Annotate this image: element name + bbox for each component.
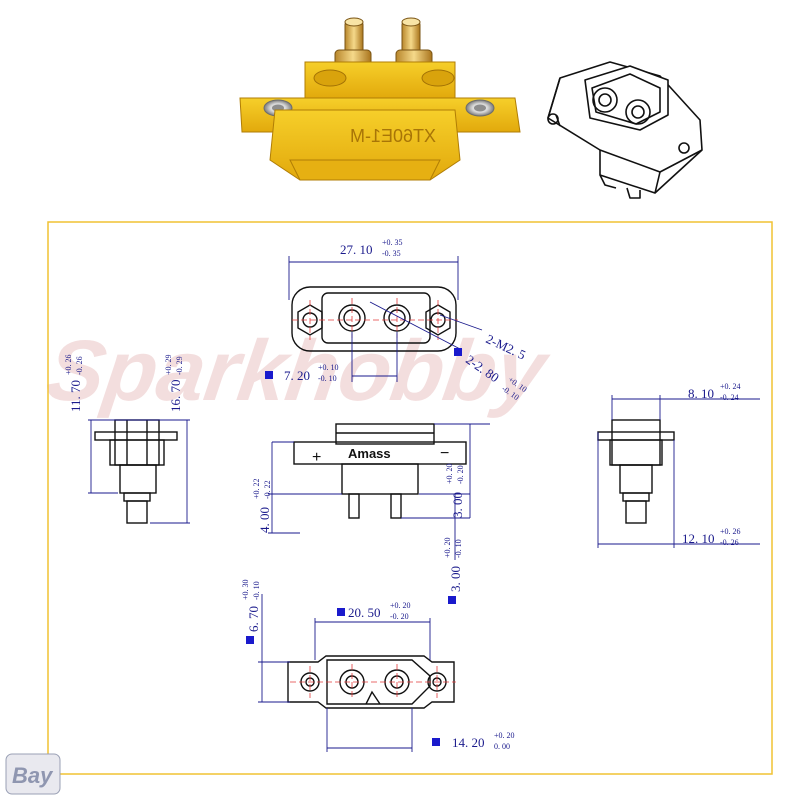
watermark-text: Sparkhobby bbox=[41, 323, 555, 419]
dim-front-b-plus: +0. 20 bbox=[443, 537, 452, 558]
dim-left-h1-value: 11. 70 bbox=[68, 380, 83, 412]
dim-bottom-h-plus: +0. 30 bbox=[241, 579, 250, 600]
dim-bottom-h-minus: -0. 10 bbox=[252, 581, 261, 600]
dim-pitch-marker bbox=[265, 371, 273, 379]
dim-bottom-w2-minus: 0. 00 bbox=[494, 742, 510, 751]
dim-bottom-w2-plus: +0. 20 bbox=[494, 731, 515, 740]
corner-logo: Bay bbox=[5, 753, 61, 795]
dim-front-pin-minus: -0. 22 bbox=[263, 480, 272, 499]
dim-front-b-value: 3. 00 bbox=[448, 566, 463, 592]
dim-front-pin-value: 4. 00 bbox=[257, 507, 272, 533]
dim-bottom-w-value: 20. 50 bbox=[348, 605, 381, 620]
dim-left-h1-plus: +0. 26 bbox=[64, 354, 73, 375]
left-side-view bbox=[94, 419, 178, 524]
dim-bottom-w2-value: 14. 20 bbox=[452, 735, 485, 750]
dim-front-b-minus: -0. 10 bbox=[454, 539, 463, 558]
connector-isometric-drawing bbox=[547, 61, 703, 199]
dim-front-r-plus: +0. 20 bbox=[445, 463, 454, 484]
dim-right-w1-minus: -0. 24 bbox=[720, 393, 739, 402]
dim-width-plus: +0. 35 bbox=[382, 238, 403, 247]
brand-marking-text: Amass bbox=[348, 446, 391, 461]
part-marking-text: XT60E1-M bbox=[350, 126, 436, 146]
drawing-frame bbox=[47, 221, 773, 775]
dim-pitch-value: 7. 20 bbox=[284, 368, 310, 383]
connector-photo: XT60E1-M bbox=[239, 17, 521, 181]
dim-right-w2-plus: +0. 26 bbox=[720, 527, 741, 536]
dim-pitch-minus: -0. 10 bbox=[318, 374, 337, 383]
dim-bottom-w-plus: +0. 20 bbox=[390, 601, 411, 610]
dim-hole-marker bbox=[454, 348, 462, 356]
dim-pitch-plus: +0. 10 bbox=[318, 363, 339, 372]
dim-bottom-w-minus: -0. 20 bbox=[390, 612, 409, 621]
dim-right-w1-plus: +0. 24 bbox=[720, 382, 741, 391]
front-plus-mark: + bbox=[312, 449, 321, 466]
dim-left-h2-minus: -0. 29 bbox=[175, 356, 184, 375]
dim-front-r-value: 3. 00 bbox=[450, 492, 465, 518]
corner-logo-text: Bay bbox=[12, 763, 54, 788]
right-side-view bbox=[597, 419, 675, 524]
dim-width-value: 27. 10 bbox=[340, 242, 373, 257]
dim-width-minus: -0. 35 bbox=[382, 249, 401, 258]
dim-bottom-w-marker bbox=[337, 608, 345, 616]
front-view bbox=[293, 423, 467, 519]
dim-front-b-marker bbox=[448, 596, 456, 604]
dim-right-w2-value: 12. 10 bbox=[682, 531, 715, 546]
dim-front-r-minus: -0. 20 bbox=[456, 465, 465, 484]
dim-left-h2-value: 16. 70 bbox=[168, 380, 183, 413]
dim-left-h2-plus: +0. 29 bbox=[164, 354, 173, 375]
dim-bottom-h-marker bbox=[246, 636, 254, 644]
dim-front-pin-plus: +0. 22 bbox=[252, 478, 261, 499]
dim-left-h1-minus: -0. 26 bbox=[75, 356, 84, 375]
dim-bottom-h-value: 6. 70 bbox=[246, 606, 261, 632]
dim-right-w1-value: 8. 10 bbox=[688, 386, 714, 401]
dim-bottom-w2-marker bbox=[432, 738, 440, 746]
dim-right-w2-minus: -0. 26 bbox=[720, 538, 739, 547]
front-minus-mark: − bbox=[440, 445, 449, 462]
